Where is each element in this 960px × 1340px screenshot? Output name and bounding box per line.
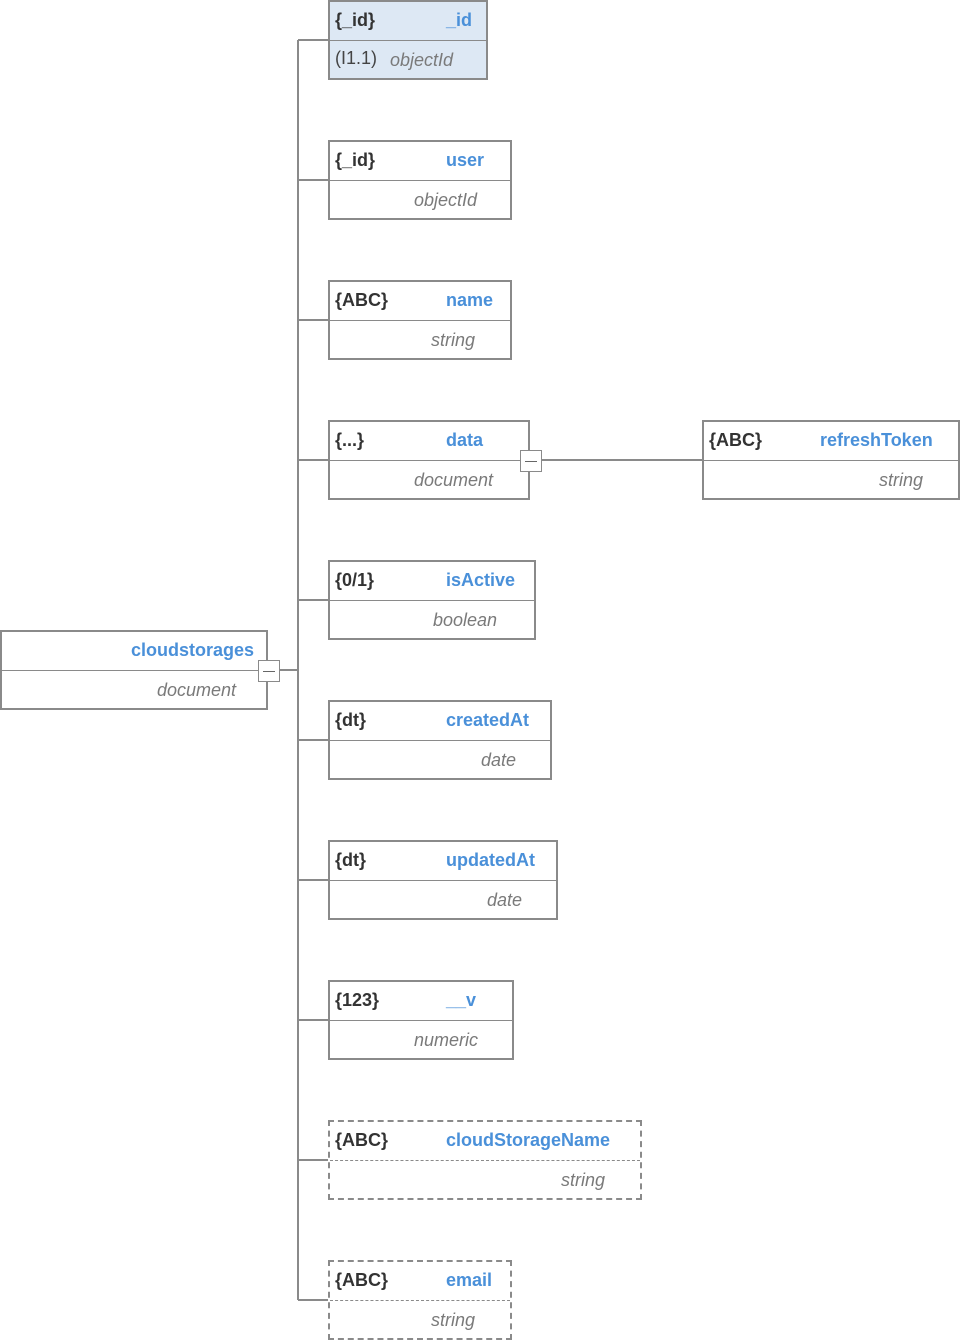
field-name: createdAt	[446, 710, 530, 730]
field-name: __v	[446, 990, 477, 1010]
field-type: objectId	[414, 190, 478, 210]
field-node-cloudstoragename[interactable]: {ABC} cloudStorageName string	[328, 1120, 642, 1200]
field-node-data[interactable]: {...} data document	[328, 420, 530, 500]
field-node-header	[330, 1122, 640, 1161]
field-name: updatedAt	[446, 850, 535, 870]
field-type: objectId	[390, 50, 454, 70]
type-badge: {dt}	[335, 850, 366, 870]
field-type: string	[879, 470, 924, 490]
field-type: string	[561, 1170, 606, 1190]
field-name: data	[446, 430, 484, 450]
field-node-header	[330, 422, 528, 461]
type-badge: {ABC}	[335, 1130, 389, 1150]
field-node-_id[interactable]: {_id} _id (I1.1) objectId	[328, 0, 488, 80]
field-name: name	[446, 290, 494, 310]
field-type: date	[481, 750, 517, 770]
field-node-user[interactable]: {_id} user objectId	[328, 140, 512, 220]
field-node-refreshtoken[interactable]: {ABC} refreshToken string	[702, 420, 960, 500]
field-node-header	[330, 142, 510, 181]
root-node-type: document	[156, 680, 236, 700]
field-node-v[interactable]: {123} __v numeric	[328, 980, 514, 1060]
field-type: string	[431, 330, 476, 350]
field-node-header	[330, 982, 512, 1021]
root-node-header	[2, 632, 266, 671]
root-node-name: cloudstorages	[130, 640, 254, 660]
field-name: _id	[446, 10, 473, 30]
field-name: email	[446, 1270, 493, 1290]
field-node-header	[330, 842, 556, 881]
field-name: isActive	[446, 570, 516, 590]
field-name: user	[446, 150, 485, 170]
type-badge: {ABC}	[335, 290, 389, 310]
field-type: document	[414, 470, 494, 490]
root-node-cloudstorages[interactable]: cloudstorages document	[0, 630, 268, 710]
field-node-name[interactable]: {ABC} name string	[328, 280, 512, 360]
type-badge: {...}	[335, 430, 365, 450]
field-node-header	[330, 282, 510, 321]
field-node-header	[330, 702, 550, 741]
field-name: refreshToken	[820, 430, 933, 450]
type-badge: {ABC}	[709, 430, 763, 450]
type-badge: {ABC}	[335, 1270, 389, 1290]
field-node-isactive[interactable]: {0/1} isActive boolean	[328, 560, 536, 640]
type-badge: {0/1}	[335, 570, 375, 590]
field-node-header	[330, 2, 486, 41]
type-badge: {_id}	[335, 150, 376, 170]
field-type: numeric	[414, 1030, 479, 1050]
field-node-updatedat[interactable]: {dt} updatedAt date	[328, 840, 558, 920]
type-badge: {dt}	[335, 710, 366, 730]
index-label: (I1.1)	[335, 48, 378, 68]
field-type: date	[487, 890, 523, 910]
type-badge: {123}	[335, 990, 380, 1010]
field-node-header	[704, 422, 958, 461]
collapse-toggle-root[interactable]	[258, 660, 280, 682]
field-node-createdat[interactable]: {dt} createdAt date	[328, 700, 552, 780]
collapse-toggle-data[interactable]	[520, 450, 542, 472]
field-type: string	[431, 1310, 476, 1330]
field-node-header	[330, 1262, 510, 1301]
field-node-email[interactable]: {ABC} email string	[328, 1260, 512, 1340]
field-name: cloudStorageName	[446, 1130, 611, 1150]
type-badge: {_id}	[335, 10, 376, 30]
field-type: boolean	[433, 610, 498, 630]
field-node-header	[330, 562, 534, 601]
